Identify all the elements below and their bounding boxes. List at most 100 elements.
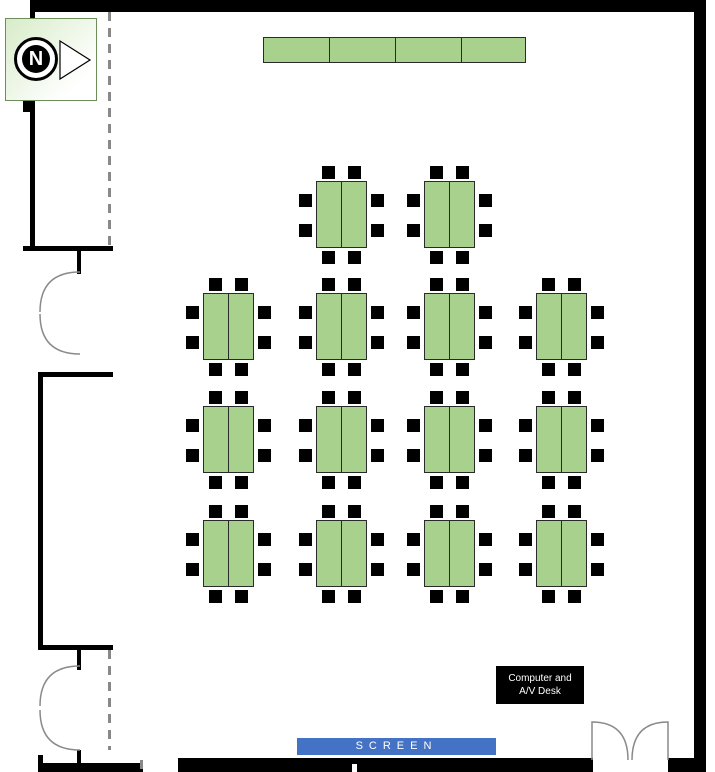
chair: [186, 563, 199, 576]
chair: [430, 476, 443, 489]
chair: [322, 590, 335, 603]
table: [203, 520, 229, 587]
top-bench-segment: [329, 37, 396, 63]
chair: [519, 533, 532, 546]
chair: [371, 533, 384, 546]
table: [316, 293, 342, 360]
chair: [407, 306, 420, 319]
table: [316, 406, 342, 473]
chair: [430, 391, 443, 404]
chair: [299, 419, 312, 432]
chair: [430, 166, 443, 179]
table: [341, 406, 367, 473]
table: [341, 520, 367, 587]
chair: [456, 590, 469, 603]
chair: [568, 278, 581, 291]
chair: [407, 336, 420, 349]
chair: [348, 363, 361, 376]
chair: [479, 533, 492, 546]
chair: [430, 251, 443, 264]
chair: [479, 336, 492, 349]
table: [203, 406, 229, 473]
door-swing-left-upper: [39, 271, 81, 355]
table: [449, 293, 475, 360]
chair: [479, 306, 492, 319]
left-wall-upper: [30, 0, 35, 250]
chair: [568, 590, 581, 603]
table: [228, 406, 254, 473]
table: [536, 406, 562, 473]
chair: [209, 363, 222, 376]
chair: [591, 533, 604, 546]
chair: [479, 449, 492, 462]
chair: [430, 505, 443, 518]
table: [449, 181, 475, 248]
chair: [407, 533, 420, 546]
left-wall-jamb-upper: [23, 100, 35, 112]
chair: [235, 391, 248, 404]
bottom-wall-notch: [352, 764, 357, 772]
chair: [186, 449, 199, 462]
chair: [371, 563, 384, 576]
door-swing-bottom-right: [591, 721, 669, 761]
chair: [299, 533, 312, 546]
chair: [371, 336, 384, 349]
table: [341, 181, 367, 248]
chair: [348, 166, 361, 179]
chair: [407, 194, 420, 207]
chair: [519, 563, 532, 576]
chair: [430, 278, 443, 291]
dashed-partition-lower: [108, 650, 111, 750]
left-wall-ledge-2: [38, 372, 113, 377]
right-wall: [694, 0, 706, 772]
chair: [186, 533, 199, 546]
chair: [519, 336, 532, 349]
chair: [186, 419, 199, 432]
chair: [299, 224, 312, 237]
chair: [209, 391, 222, 404]
chair: [348, 251, 361, 264]
chair: [348, 391, 361, 404]
chair: [371, 419, 384, 432]
chair: [568, 476, 581, 489]
chair: [209, 590, 222, 603]
chair: [322, 278, 335, 291]
chair: [299, 336, 312, 349]
chair: [371, 306, 384, 319]
projection-screen: SCREEN: [297, 738, 496, 755]
compass-circle: [14, 37, 58, 81]
table: [449, 406, 475, 473]
chair: [371, 449, 384, 462]
chair: [479, 563, 492, 576]
chair: [542, 505, 555, 518]
chair: [568, 363, 581, 376]
chair: [209, 476, 222, 489]
dashed-partition-bottom: [140, 760, 143, 772]
north-arrow-icon: [59, 39, 92, 81]
chair: [186, 336, 199, 349]
left-wall-pillar-1: [77, 250, 81, 274]
table: [341, 293, 367, 360]
chair: [235, 363, 248, 376]
chair: [542, 476, 555, 489]
chair: [407, 563, 420, 576]
table: [316, 520, 342, 587]
chair: [258, 563, 271, 576]
table: [228, 293, 254, 360]
chair: [591, 336, 604, 349]
chair: [591, 306, 604, 319]
chair: [479, 419, 492, 432]
chair: [542, 363, 555, 376]
chair: [235, 278, 248, 291]
top-wall: [30, 0, 705, 12]
chair: [322, 476, 335, 489]
chair: [322, 166, 335, 179]
table: [536, 520, 562, 587]
chair: [348, 590, 361, 603]
chair: [456, 278, 469, 291]
chair: [299, 449, 312, 462]
chair: [348, 505, 361, 518]
chair: [258, 449, 271, 462]
dashed-partition: [108, 12, 111, 246]
